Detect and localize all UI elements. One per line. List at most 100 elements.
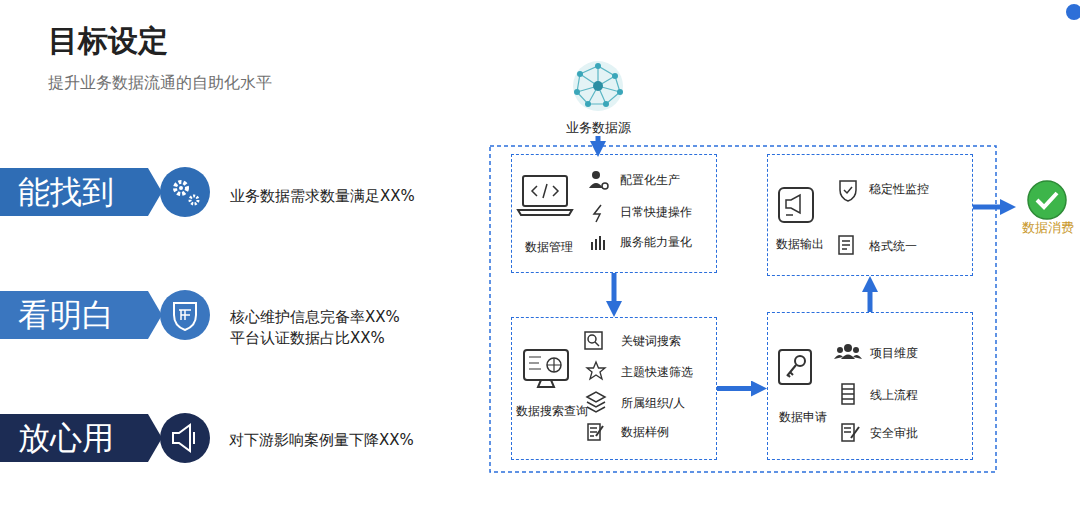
format-icon xyxy=(839,236,853,254)
broadcast-icon-part xyxy=(779,188,813,222)
approval-icon-part xyxy=(844,428,851,432)
monitor-icon-part xyxy=(529,357,561,372)
page-title: 目标设定 xyxy=(48,22,168,60)
search-icon-part xyxy=(585,332,602,349)
flow-arrow xyxy=(612,273,617,305)
subtitle: 提升业务数据流通的自助化水平 xyxy=(48,73,272,93)
goal-icon-gear xyxy=(160,167,210,217)
layers-icon-part xyxy=(587,407,605,412)
goal-band: 能找到 xyxy=(0,168,162,216)
laptop-icon xyxy=(518,176,572,215)
layers-icon-part xyxy=(587,402,605,407)
people-icon-part xyxy=(837,347,843,353)
band-fill xyxy=(0,291,162,339)
feature-item: 稳定性监控 xyxy=(869,181,929,197)
server-icon-part xyxy=(842,384,854,404)
people-icon-part xyxy=(834,355,843,359)
people-icon-part xyxy=(844,344,852,352)
band-fill xyxy=(0,168,162,216)
process-box: 数据输出 稳定性监控格式统一 xyxy=(767,154,973,276)
feature-item: 线上流程 xyxy=(870,387,918,403)
search-icon-part xyxy=(588,335,596,343)
goal-icon-shield xyxy=(160,290,210,340)
config-icon xyxy=(589,171,608,189)
endpoint-node: 数据消费 xyxy=(1016,176,1080,238)
goal-metric: 业务数据需求数量满足XX% xyxy=(230,186,415,206)
goal-metric: 核心维护信息完备率XX% xyxy=(230,307,400,327)
goal-icon-gear-part xyxy=(175,182,187,194)
goal-name: 看明白 xyxy=(18,295,114,335)
feature-item: 所属组织/人 xyxy=(621,395,685,411)
corner-badge xyxy=(1066,4,1080,20)
goal-icon-shield-part xyxy=(179,310,191,320)
lightning-icon xyxy=(594,205,601,222)
monitor-icon-part xyxy=(538,380,554,387)
goal-icon-shield-part xyxy=(174,303,196,330)
goal-metric: 对下游影响案例量下降XX% xyxy=(229,430,414,450)
broadcast-icon-part xyxy=(786,214,793,216)
search-icon xyxy=(585,332,602,349)
laptop-icon-part xyxy=(532,184,558,198)
process-box: 数据申请项目维度线上流程安全审批 xyxy=(767,312,973,460)
approval-icon-part xyxy=(842,424,854,441)
feature-item: 数据样例 xyxy=(621,424,669,440)
bar-chart-icon-part xyxy=(599,236,601,250)
endpoint-label: 业务数据源 xyxy=(556,120,640,136)
feature-item: 主题快速筛选 xyxy=(621,364,693,380)
goal-icon-gear-part xyxy=(190,196,198,204)
goal-icon-megaphone-part xyxy=(173,425,190,451)
layers-icon xyxy=(587,392,605,412)
config-icon-part xyxy=(602,183,608,189)
network-icon-part xyxy=(595,63,601,69)
key-icon-part xyxy=(787,365,796,377)
laptop-icon-part xyxy=(523,176,567,206)
people-icon-part xyxy=(853,347,859,353)
goal-icon-shield-part xyxy=(160,290,210,340)
approval-icon-part xyxy=(851,427,859,438)
approval-icon xyxy=(842,424,859,441)
network-icon-part xyxy=(577,66,620,104)
goal-name: 放心用 xyxy=(18,418,114,458)
goal-icon-megaphone xyxy=(160,413,210,463)
flow-arrow xyxy=(596,136,601,145)
endpoint-node: 业务数据源 xyxy=(556,58,640,136)
box-title: 数据管理 xyxy=(525,239,573,255)
broadcast-icon-part xyxy=(786,195,800,213)
sample-doc-icon xyxy=(588,424,603,440)
network-icon-part xyxy=(603,101,609,107)
network-icon-part xyxy=(612,73,618,79)
process-box: 数据搜索查询关键词搜索主题快速筛选所属组织/人数据样例 xyxy=(511,317,717,460)
bar-chart-icon-part xyxy=(591,242,593,250)
key-icon xyxy=(779,350,811,384)
flow-arrow xyxy=(717,386,755,391)
feature-item: 关键词搜索 xyxy=(621,333,681,349)
bar-chart-icon-part xyxy=(603,240,605,250)
people-icon-part xyxy=(841,355,855,360)
box-title: 数据申请 xyxy=(779,409,827,425)
goal-name: 能找到 xyxy=(18,172,114,212)
goal-icon-gear-part xyxy=(160,167,210,217)
goal-band: 看明白 xyxy=(0,291,162,339)
monitor-icon-part xyxy=(524,350,568,380)
broadcast-icon xyxy=(779,188,813,222)
people-icon xyxy=(834,344,862,359)
network-icon xyxy=(573,61,623,111)
network-icon-part xyxy=(573,61,623,111)
star-icon xyxy=(587,362,605,379)
endpoint-label: 数据消费 xyxy=(1016,220,1080,236)
band-fill xyxy=(0,414,162,462)
shield-check-icon xyxy=(840,181,856,201)
monitor-icon xyxy=(524,350,568,387)
goal-metric: 平台认证数据占比XX% xyxy=(230,328,385,348)
feature-item: 项目维度 xyxy=(870,345,918,361)
process-box: 数据管理配置化生产日常快捷操作服务能力量化 xyxy=(511,154,717,273)
goal-band: 放心用 xyxy=(0,414,162,462)
box-title: 数据输出 xyxy=(776,236,824,252)
network-icon-part xyxy=(593,81,603,91)
goal-icon-gear-part xyxy=(179,186,183,190)
feature-item: 格式统一 xyxy=(869,238,917,254)
network-icon-part xyxy=(585,101,591,107)
feature-item: 日常快捷操作 xyxy=(620,204,692,220)
layers-icon-part xyxy=(587,392,605,402)
